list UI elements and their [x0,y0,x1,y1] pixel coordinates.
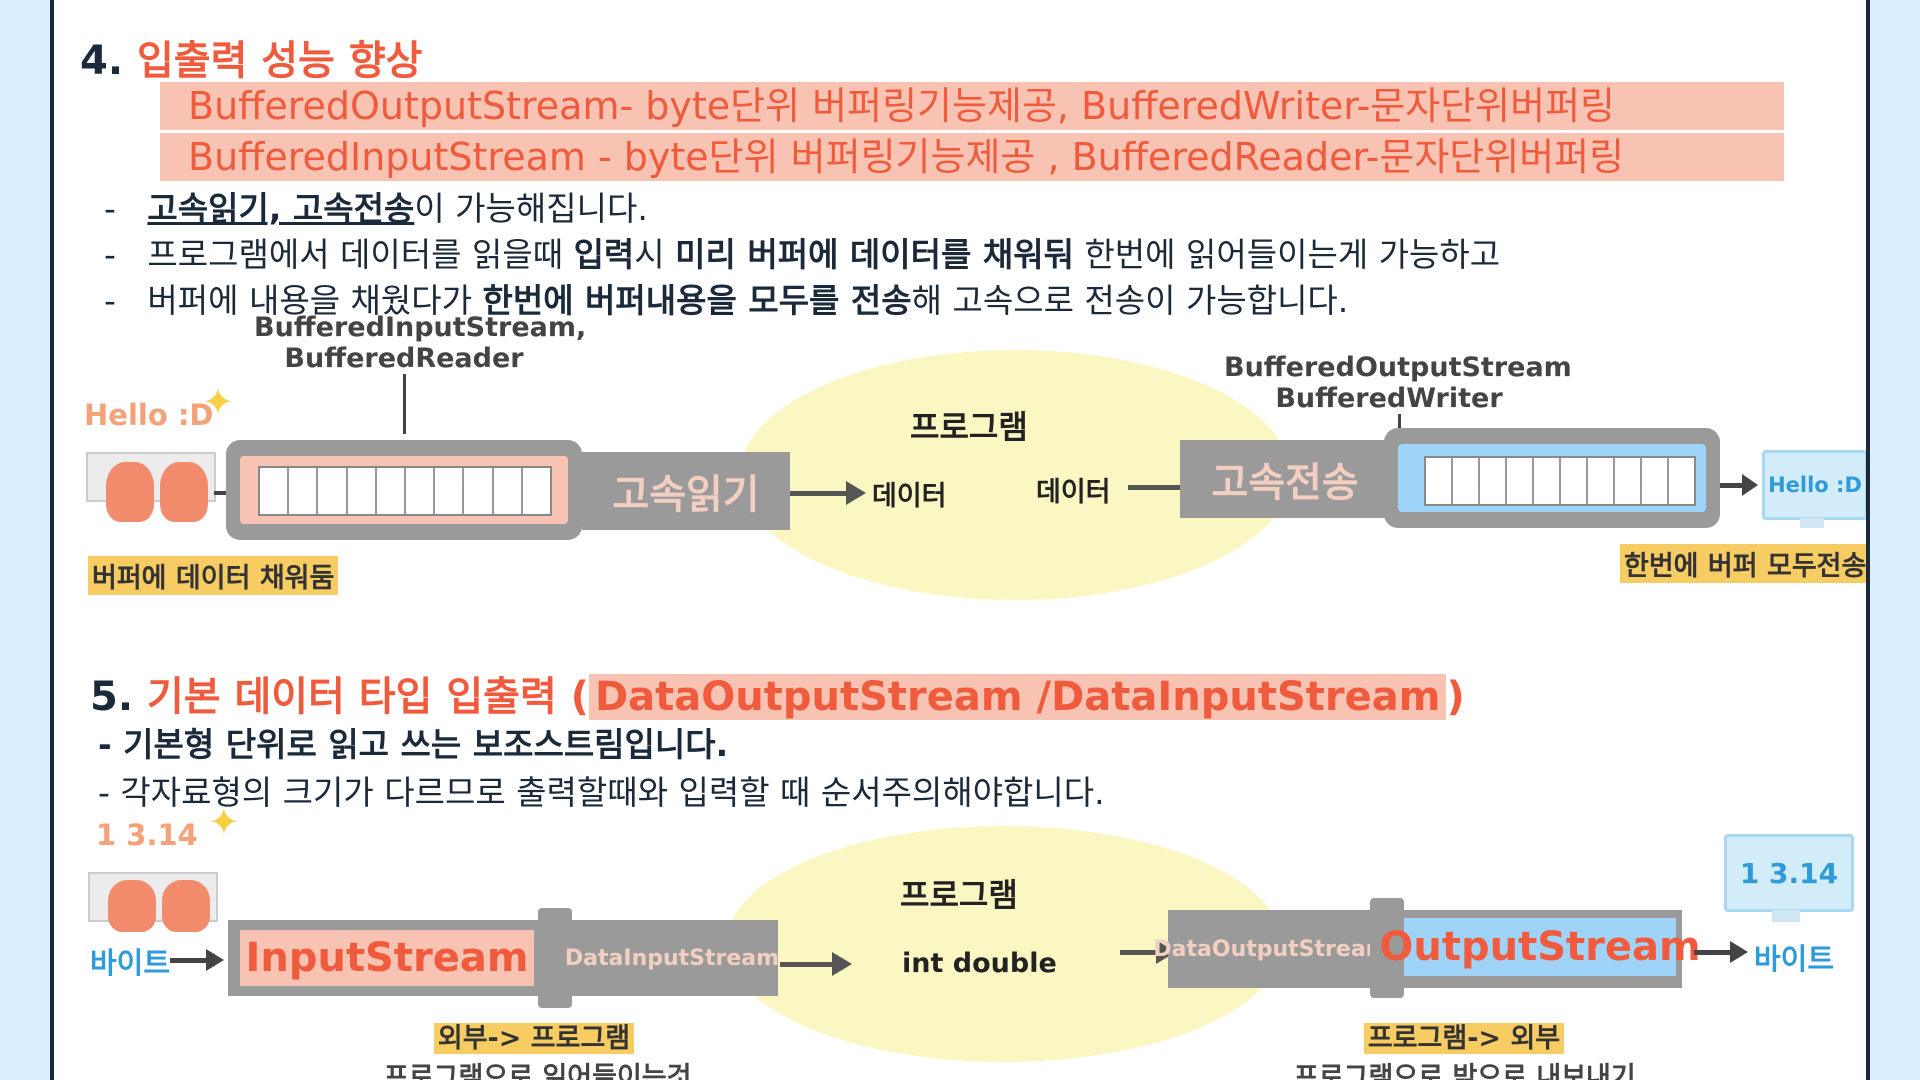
byte-left-text: 바이트 [90,946,171,980]
monitor-stand-5 [1772,910,1800,922]
left-caption-highlight: 외부-> 프로그램 [433,1023,635,1054]
input-values-text: 1 3.14 [96,818,198,852]
input-stream-label: BufferedInputStream, BufferedReader [254,312,587,374]
output-stream-text: OutputStream [1379,924,1701,970]
arrow-head-6 [832,952,852,976]
send-all-caption: 한번에 버퍼 모두전송 [1620,544,1866,583]
left-caption: 프로그램으로 읽어들이는것 [384,1062,692,1080]
arrow-data-send [1128,485,1184,490]
monitor-icon: Hello :D [1762,450,1866,520]
sparkle-icon: ✦ [202,380,234,424]
buffered-input-bar: BufferedInputStream - byte단위 버퍼링기능제공 , B… [160,133,1784,181]
arrow-byte-input [170,958,210,963]
section4-bullet-3: - 버퍼에 내용을 채웠다가 한번에 버퍼내용을 모두를 전송해 고속으로 전송… [104,281,1349,320]
arrow-head-4 [1742,474,1758,496]
fast-send-block: 고속전송 [1180,440,1390,518]
input-stream-block: InputStream [240,930,534,986]
output-label-pointer [1398,414,1401,440]
output-stream-block: OutputStream [1379,918,1701,976]
data-output-stream-block: DataOutputStream [1153,910,1389,988]
section5-bullet-1: - 기본형 단위로 읽고 쓰는 보조스트림입니다. [98,725,729,764]
section5-title-code: DataOutputStream /DataInputStream [588,674,1447,720]
slide-panel: 4. 입출력 성능 향상 BufferedOutputStream- byte단… [50,0,1870,1080]
section4-title: 입출력 성능 향상 [136,38,423,84]
right-caption-group: 프로그램-> 외부 프로그램으로 밖으로 내보내기 [1294,1016,1636,1080]
input-stream-text: InputStream [245,935,529,981]
arrow-read-data [790,491,850,496]
byte-right-text: 바이트 [1754,942,1835,976]
fill-buffer-caption: 버퍼에 데이터 채워둠 [88,556,339,595]
arrow-buffer-monitor [1720,483,1744,488]
arrow-head-2 [846,481,866,505]
right-hand-icon-5 [162,880,210,932]
output-values-text: 1 3.14 [1739,856,1839,890]
left-hand-icon [106,462,154,522]
arrow-head-8 [1730,941,1748,963]
arrow-output-byte [1694,950,1734,955]
right-hand-icon [160,462,208,522]
fast-read-block: 고속읽기 [582,452,790,530]
monitor-stand [1800,518,1824,528]
types-text: int double [902,948,1057,979]
program-label-5: 프로그램 [900,876,1018,914]
monitor-icon-5: 1 3.14 [1724,834,1854,912]
data-left-text: 데이터 [872,481,947,512]
data-output-joint [1370,898,1404,998]
input-buffer-cells [258,466,552,516]
left-hand-icon-5 [108,880,156,932]
section4-bullet-2: - 프로그램에서 데이터를 읽을때 입력시 미리 버퍼에 데이터를 채워둬 한번… [104,235,1501,274]
sparkle-icon-5: ✦ [208,800,240,844]
output-stream-label: BufferedOutputStream BufferedWriter [1224,352,1572,414]
arrow-to-program [780,962,836,967]
hello-input-text: Hello :D [84,398,214,432]
left-caption-group: 외부-> 프로그램 프로그램으로 읽어들이는것 [384,1016,692,1080]
program-label-4: 프로그램 [910,408,1028,446]
data-right-text: 데이터 [1036,477,1111,508]
input-label-pointer [403,374,406,434]
section4-number: 4. [80,38,124,84]
section5-number: 5. [90,674,134,720]
section5-heading: 5. 기본 데이터 타입 입출력 (DataOutputStream /Data… [90,664,1465,722]
arrow-from-program [1120,950,1160,955]
hello-output-text: Hello :D [1768,473,1862,497]
section4-bullet-1: - 고속읽기, 고속전송이 가능해집니다. [104,189,648,228]
right-caption-highlight: 프로그램-> 외부 [1363,1023,1565,1054]
output-buffer-cells [1424,456,1696,506]
data-input-stream-block: DataInputStream [565,920,779,996]
section5-bullet-2: - 각자료형의 크기가 다르므로 출력할때와 입력할 때 순서주의해야합니다. [98,773,1105,812]
buffered-output-bar: BufferedOutputStream- byte단위 버퍼링기능제공, Bu… [160,82,1784,130]
section5-title-end: ) [1446,674,1465,720]
right-caption: 프로그램으로 밖으로 내보내기 [1294,1062,1636,1080]
section4-heading: 4. 입출력 성능 향상 [80,28,422,86]
section5-title: 기본 데이터 타입 입출력 ( [146,674,589,720]
arrow-head-5 [206,949,224,971]
